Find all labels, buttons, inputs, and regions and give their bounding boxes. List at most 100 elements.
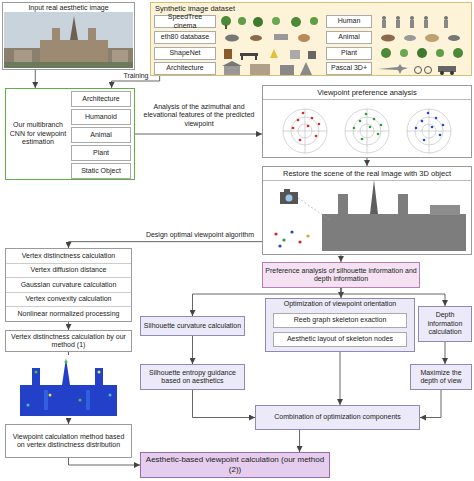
polar-points	[315, 135, 318, 138]
flow-arrow	[193, 288, 342, 316]
dataset-thumbnails	[250, 35, 262, 41]
branch-box: Architecture	[71, 91, 131, 107]
box-label: Viewpoint calculation method based on ve…	[8, 433, 129, 450]
dataset-thumbnails	[448, 35, 460, 41]
box-label: Synthetic image dataset	[155, 4, 469, 13]
flow-arrow	[68, 322, 69, 330]
restored-scene	[322, 194, 466, 251]
process-box: Aesthetic layout of skeleton nodes	[273, 332, 407, 347]
dataset-panel: Synthetic image datasetSpeedTree cinema H…	[150, 2, 472, 76]
result-box: Aesthetic-based viewpoint calculation (o…	[140, 452, 330, 478]
polar-plots	[407, 109, 451, 153]
box-label: Nonlinear normalized processing	[6, 307, 131, 321]
restored-scene	[306, 234, 309, 237]
box-label: Maximize the depth of view	[413, 369, 469, 386]
box-label: Aesthetic layout of skeleton nodes	[275, 335, 405, 343]
dataset-thumbnails	[280, 65, 294, 75]
input-photo	[4, 12, 133, 68]
dataset-thumbnails	[272, 17, 280, 25]
dataset-thumbnails	[300, 62, 312, 75]
polar-points	[427, 112, 430, 115]
flow-arrow	[340, 255, 341, 262]
dataset-thumbnails	[222, 61, 242, 66]
flow-arrow	[69, 458, 141, 465]
restored-scene	[282, 238, 285, 241]
dataset-item: SpeedTree cinema	[154, 15, 216, 28]
polar-plots	[429, 109, 430, 153]
polar-plots	[367, 109, 368, 153]
dataset-item: Plant	[326, 47, 372, 60]
dataset-thumbnails	[308, 51, 316, 59]
dataset-thumbnails	[396, 16, 400, 20]
dataset-thumbnails	[415, 67, 422, 74]
dataset-thumbnails	[424, 16, 428, 20]
network-box: Our multibranch CNN for viewpoint estima…	[5, 88, 135, 180]
process-box: Maximize the depth of view	[410, 364, 472, 390]
box-label: Gaussian curvature calculation	[6, 278, 131, 293]
restored-scene	[370, 180, 378, 214]
dataset-thumbnails	[425, 34, 439, 42]
branch-box: Static Object	[71, 163, 131, 179]
mesh-render	[65, 361, 68, 364]
dataset-thumbnails	[378, 64, 408, 74]
box-label: Plant	[73, 149, 129, 157]
process-box: Depth information calculation	[418, 306, 472, 342]
box-label: Silhouette curvature calculation	[143, 322, 242, 330]
flow-arrow	[445, 342, 446, 364]
flow-arrow	[192, 336, 193, 364]
dataset-thumbnails	[453, 48, 463, 58]
dataset-item: Human	[326, 15, 372, 28]
mesh-render	[8, 355, 129, 418]
dataset-thumbnails	[221, 16, 463, 75]
polar-points	[439, 134, 442, 137]
process-box: Reeb graph skeleton exaction	[273, 313, 407, 328]
restored-scene	[278, 244, 281, 247]
box-label: SpeedTree cinema	[156, 13, 214, 30]
dataset-thumbnails	[450, 71, 454, 75]
box-label: Optimization of viewpoint orientation	[268, 300, 412, 308]
box-label: Animal	[73, 131, 129, 139]
box-label: Static Object	[73, 167, 129, 175]
input-photo	[70, 16, 78, 40]
polar-points	[292, 127, 295, 130]
dataset-thumbnails	[410, 20, 414, 28]
box-label: Vertex diffusion distance	[6, 264, 131, 279]
polar-points	[377, 133, 380, 136]
edge-label: Design optimal viewpoint algorithm	[138, 231, 262, 239]
input-photo	[4, 62, 133, 68]
dataset-thumbnails	[381, 48, 391, 58]
mesh-render	[79, 399, 82, 402]
polar-points	[423, 139, 426, 142]
polar-points	[421, 120, 424, 123]
polar-points	[380, 124, 383, 127]
dataset-thumbnails	[424, 20, 428, 28]
restored-scene	[430, 205, 460, 215]
dataset-thumbnails	[224, 49, 232, 59]
polar-points	[318, 123, 321, 126]
dataset-thumbnails	[224, 66, 240, 75]
polar-plots	[305, 109, 306, 153]
polar-points	[353, 127, 356, 130]
mesh-render	[98, 371, 101, 374]
restored-scene	[290, 230, 293, 233]
dataset-thumbnails	[382, 16, 386, 20]
flow-arrow	[420, 390, 441, 418]
dataset-thumbnails	[253, 17, 263, 27]
input-photo	[112, 50, 128, 62]
dataset-thumbnails	[438, 66, 456, 72]
box-label: Aesthetic-based viewpoint calculation (o…	[143, 455, 327, 474]
box-label: Pascal 3D+	[328, 64, 370, 72]
dataset-thumbnails	[298, 34, 310, 42]
dataset-item: ShapeNet	[154, 47, 216, 60]
dataset-thumbnails	[274, 34, 288, 40]
group-box: Optimization of viewpoint orientationRee…	[265, 298, 415, 352]
flow-arrow	[135, 134, 262, 135]
box-label: Vertex distinctness calculation	[6, 249, 131, 264]
polar-plots	[283, 109, 451, 153]
polar-points	[297, 119, 300, 122]
process-box: Silhouette entropy guidance based on aes…	[140, 364, 245, 390]
polar-points	[365, 113, 368, 116]
box-label: eth80 database	[156, 33, 214, 41]
dataset-thumbnails	[255, 56, 257, 60]
mesh-render	[27, 404, 30, 407]
